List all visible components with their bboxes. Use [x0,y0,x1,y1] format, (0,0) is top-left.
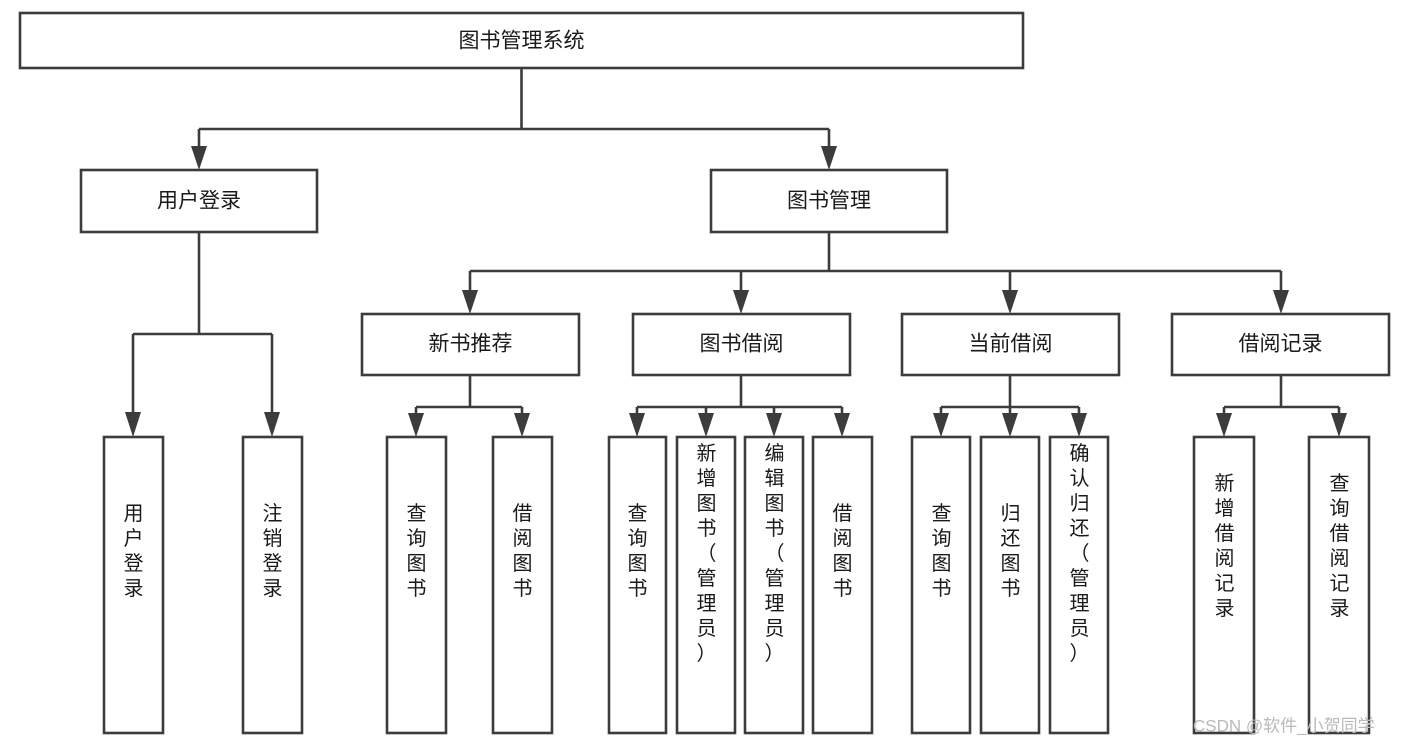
leaf-nb-borrow[interactable]: 借阅图书 [491,435,554,735]
arrow-to-leaf-bb-borrow [834,413,850,437]
leaf-rec-add[interactable]: 新增借阅记录 [1192,435,1256,735]
leaf-user-login-label: 用户登录 [124,503,144,600]
node-book-manage[interactable]: 图书管理 [709,168,949,234]
leaf-nb-query-label: 查询图书 [407,502,427,600]
node-book-manage-box[interactable] [709,168,949,234]
arrow-to-leaf-cb-confirm [1071,413,1087,437]
leaf-rec-query-label: 查询借阅记录 [1330,472,1350,620]
arrow-to-leaf-cb-return [1002,413,1018,437]
leaf-nb-query-box[interactable] [385,435,448,735]
leaf-bb-query-box[interactable] [607,435,668,735]
node-new-book-box[interactable] [360,312,581,377]
arrow-to-book-borrow [733,290,749,314]
node-current-borrow[interactable]: 当前借阅 [900,312,1121,377]
leaf-bb-query-label: 查询图书 [628,502,648,600]
node-current-borrow-label: 当前借阅 [969,333,1053,356]
watermark-label: CSDN @软件_小贺同学 [1193,716,1375,735]
leaf-cb-confirm-label: 确认归还（管理员） [1070,442,1090,665]
node-borrow-records[interactable]: 借阅记录 [1170,312,1391,377]
node-user-login-box[interactable] [79,168,319,234]
node-user-login-label: 用户登录 [157,190,241,213]
arrow-to-current-borrow [1002,290,1018,314]
node-borrow-records-label: 借阅记录 [1239,333,1323,356]
leaf-bb-edit-box[interactable] [743,435,805,735]
leaf-rec-query[interactable]: 查询借阅记录 [1307,435,1371,735]
node-book-borrow-box[interactable] [631,312,852,377]
arrow-to-leaf-nb-borrow [514,413,530,437]
leaf-cb-return-box[interactable] [979,435,1041,735]
leaf-bb-query[interactable]: 查询图书 [607,435,668,735]
leaf-bb-borrow[interactable]: 借阅图书 [811,435,874,735]
arrow-to-leaf-bb-edit [766,413,782,437]
leaf-bb-add-label: 新增图书（管理员） [697,442,717,665]
node-root-label: 图书管理系统 [459,30,585,53]
arrow-to-leaf-nb-query [408,413,424,437]
leaf-user-login[interactable]: 用户登录 [102,435,165,735]
node-borrow-records-box[interactable] [1170,312,1391,377]
leaf-user-login-box[interactable] [102,435,165,735]
leaf-cb-query-box[interactable] [910,435,972,735]
node-current-borrow-box[interactable] [900,312,1121,377]
arrow-to-user-login [191,146,207,170]
node-new-book-label: 新书推荐 [429,333,513,356]
leaf-rec-query-box[interactable] [1307,435,1371,735]
arrow-to-borrow-records [1273,290,1289,314]
leaf-bb-edit-label: 编辑图书（管理员） [765,442,785,665]
arrow-to-leaf-logout [264,412,280,437]
leaf-nb-query[interactable]: 查询图书 [385,435,448,735]
arrow-to-leaf-cb-query [933,413,949,437]
node-book-borrow[interactable]: 图书借阅 [631,312,852,377]
node-new-book[interactable]: 新书推荐 [360,312,581,377]
leaf-logout-label: 注销登录 [263,502,283,600]
leaf-cb-query[interactable]: 查询图书 [910,435,972,735]
leaf-rec-add-box[interactable] [1192,435,1256,735]
leaf-logout-box[interactable] [241,435,304,735]
arrow-to-book-manage [821,146,837,170]
leaf-bb-add-box[interactable] [675,435,737,735]
connector-layer [125,68,1347,437]
arrow-to-leaf-bb-add [698,413,714,437]
leaf-cb-confirm[interactable]: 确认归还（管理员） [1048,435,1110,735]
leaf-cb-return-label: 归还图书 [1001,502,1021,600]
arrow-to-leaf-user-login [125,412,141,437]
leaf-bb-add[interactable]: 新增图书（管理员） [675,435,737,735]
leaf-bb-borrow-label: 借阅图书 [833,502,853,600]
arrow-to-leaf-rec-add [1216,413,1232,437]
node-root-box[interactable] [18,11,1025,70]
leaf-cb-query-label: 查询图书 [932,502,952,600]
leaf-logout[interactable]: 注销登录 [241,435,304,735]
node-root[interactable]: 图书管理系统 [18,11,1025,70]
leaf-bb-borrow-box[interactable] [811,435,874,735]
leaf-cb-confirm-box[interactable] [1048,435,1110,735]
arrow-to-leaf-bb-query [629,413,645,437]
leaf-cb-return[interactable]: 归还图书 [979,435,1041,735]
leaf-rec-add-label: 新增借阅记录 [1215,472,1235,620]
node-book-borrow-label: 图书借阅 [700,333,784,356]
leaf-nb-borrow-box[interactable] [491,435,554,735]
arrow-to-new-book [462,290,478,314]
node-user-login[interactable]: 用户登录 [79,168,319,234]
leaf-bb-edit[interactable]: 编辑图书（管理员） [743,435,805,735]
arrow-to-leaf-rec-query [1331,413,1347,437]
node-book-manage-label: 图书管理 [787,190,871,213]
leaf-nb-borrow-label: 借阅图书 [513,502,533,600]
